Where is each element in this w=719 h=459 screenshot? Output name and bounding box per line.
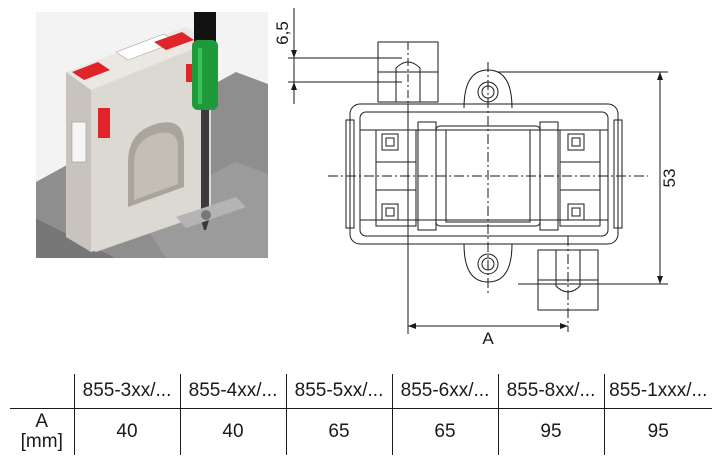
table-corner xyxy=(10,374,74,409)
column-header: 855-8xx/... xyxy=(497,374,604,409)
table-cell: 40 xyxy=(179,408,286,455)
column-header: 855-1xxx/... xyxy=(603,374,712,409)
table-header-row: 855-3xx/... 855-4xx/... 855-5xx/... 855-… xyxy=(10,374,712,409)
row-label: A [mm] xyxy=(10,409,74,456)
column-header: 855-5xx/... xyxy=(285,374,392,409)
product-photo xyxy=(36,12,268,258)
dimension-offset-label: 6,5 xyxy=(273,21,292,45)
row-label-unit: [mm] xyxy=(20,431,63,452)
dimension-offset-lines xyxy=(288,8,402,104)
column-header: 855-6xx/... xyxy=(391,374,498,409)
table-cell: 95 xyxy=(603,408,712,455)
table-cell: 40 xyxy=(73,408,180,455)
dimension-height-label: 53 xyxy=(660,169,679,188)
center-lines xyxy=(328,62,648,332)
row-label-symbol: A xyxy=(35,411,49,432)
table-cell: 65 xyxy=(285,408,392,455)
top-clip xyxy=(377,41,439,104)
mounting-foot xyxy=(176,197,246,228)
dimension-spacing-lines xyxy=(407,104,568,334)
red-terminal-left xyxy=(72,62,110,138)
table-cell: 95 xyxy=(497,408,604,455)
dimension-drawing: 6,5 53 A xyxy=(273,8,679,348)
screwdriver xyxy=(192,12,218,230)
housing-outline xyxy=(345,103,623,245)
transformer-housing xyxy=(66,27,211,252)
table-row: A [mm] 40 40 65 65 95 95 xyxy=(10,408,712,456)
dimension-height-lines xyxy=(498,71,668,285)
column-header: 855-3xx/... xyxy=(73,374,180,409)
dimension-table: 855-3xx/... 855-4xx/... 855-5xx/... 855-… xyxy=(10,374,712,455)
column-header: 855-4xx/... xyxy=(179,374,286,409)
red-terminal-right xyxy=(154,32,196,82)
dimension-spacing-label: A xyxy=(482,329,494,348)
table-cell: 65 xyxy=(391,408,498,455)
